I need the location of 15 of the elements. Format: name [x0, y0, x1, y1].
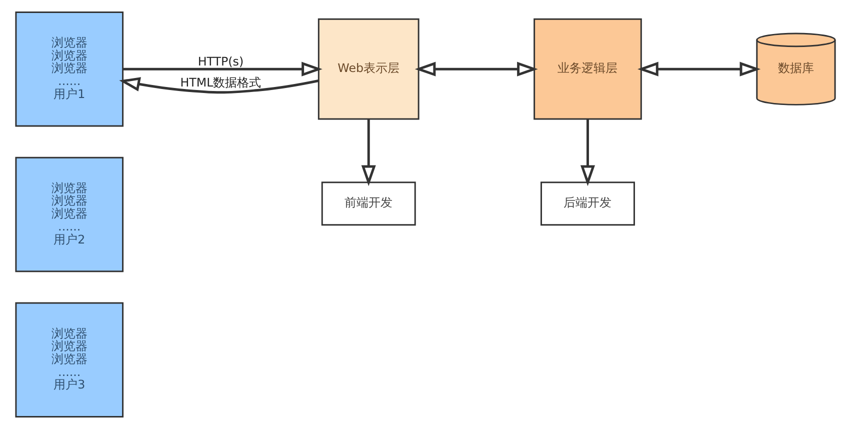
node-box: Web表示层: [318, 18, 420, 120]
node-box: 前端开发: [321, 182, 416, 226]
arrow: [638, 62, 761, 76]
node-box: 浏览器 浏览器 浏览器 ...... 用户2: [15, 156, 124, 272]
node-box: 后端开发: [540, 182, 635, 226]
arrow: [119, 77, 319, 94]
arrow: [414, 62, 538, 76]
arrow: [361, 119, 376, 186]
node-box: 业务逻辑层: [534, 18, 642, 120]
arrow: [122, 62, 322, 76]
edge-label: HTML数据格式: [180, 75, 262, 90]
node-box: 浏览器 浏览器 浏览器 ...... 用户1: [15, 11, 124, 127]
node-box: 浏览器 浏览器 浏览器 ...... 用户3: [15, 302, 124, 418]
edge-label: HTTP(s): [198, 54, 244, 69]
arrow: [580, 119, 596, 186]
